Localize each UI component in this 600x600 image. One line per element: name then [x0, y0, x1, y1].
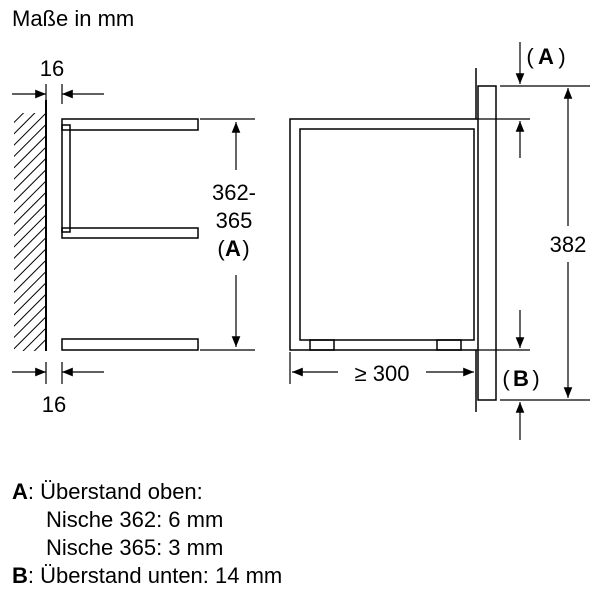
ref-bottom-paren-open: (: [502, 366, 510, 391]
niche-height-dimension: [200, 118, 255, 351]
overhang-top-dimension: [476, 42, 590, 158]
niche-height-note-label: A: [225, 236, 241, 261]
legend-b-text: : Überstand unten: 14 mm: [27, 563, 283, 588]
depth-dimension: [289, 352, 474, 384]
niche-height-label-line2: 365: [216, 208, 253, 233]
side-gap-bottom-label: 16: [42, 392, 66, 417]
appliance-side-view: [289, 68, 497, 412]
legend-b-row: B: Überstand unten: 14 mm: [12, 562, 282, 590]
ref-bottom-label: B: [513, 366, 529, 391]
legend-a-row: A: Überstand oben:: [12, 478, 282, 506]
legend-a-key: A: [12, 479, 28, 504]
niche-height-paren-close: ): [242, 236, 249, 261]
legend-b-key: B: [12, 563, 28, 588]
wall: [14, 100, 47, 351]
overall-height-label: 382: [550, 232, 587, 257]
side-gap-top-label: 16: [40, 56, 64, 81]
legend: A: Überstand oben: Nische 362: 6 mm Nisc…: [12, 478, 282, 590]
ref-top-paren-close: ): [558, 44, 565, 69]
niche-height-paren-open: (: [217, 236, 225, 261]
side-gap-top-dimension: [12, 84, 104, 104]
side-gap-bottom-dimension: [12, 362, 104, 384]
legend-a-line1: Nische 362: 6 mm: [46, 507, 224, 532]
niche-cabinet: [61, 118, 199, 351]
ref-bottom-paren-close: ): [532, 366, 539, 391]
niche-height-label-line1: 362-: [212, 180, 256, 205]
legend-a-text: : Überstand oben:: [27, 479, 203, 504]
page-title: Maße in mm: [12, 6, 135, 31]
overhang-bottom-dimension: [476, 310, 590, 440]
installation-drawing: 16 16 362- 365 ( A ) ≥ 300 ( A: [12, 42, 590, 440]
ref-top-paren-open: (: [526, 44, 534, 69]
depth-label: ≥ 300: [355, 361, 410, 386]
legend-a-line2: Nische 365: 3 mm: [46, 535, 224, 560]
ref-top-label: A: [538, 44, 554, 69]
